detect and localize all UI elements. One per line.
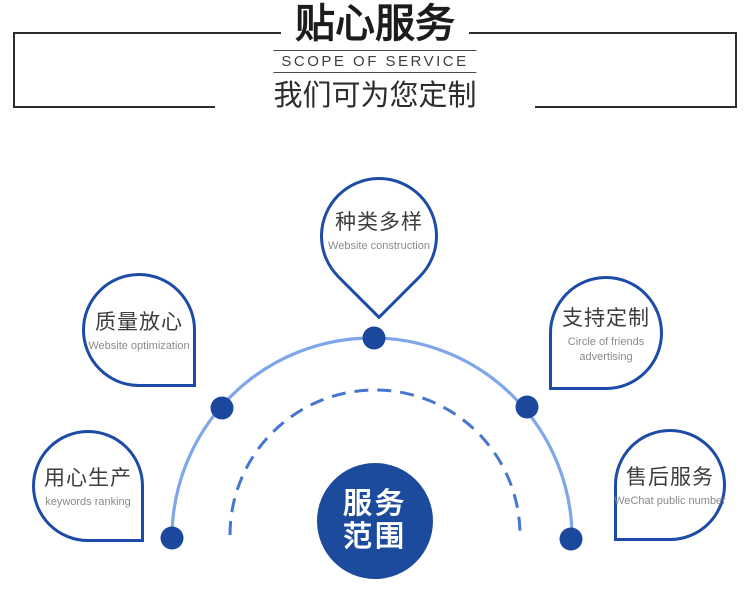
header-tagline: 我们可为您定制 [215,79,535,113]
page-title: 贴心服务 [281,2,469,46]
center-badge-line1: 服务 [342,487,407,520]
bubble-subtitle: Website optimization [88,340,190,353]
center-badge-line2: 范围 [342,521,407,553]
service-bubble-customization: 支持定制 Circle of friends advertising [549,276,663,390]
service-bubble-variety: 种类多样 Website construction [295,152,463,320]
bubble-subtitle: Website construction [328,240,430,253]
bubble-subtitle: keywords ranking [45,496,131,509]
bubble-subtitle: Circle of friends advertising [567,336,645,363]
bubble-subtitle: WeChat public number [614,495,726,508]
node-dot-lower-left [160,526,184,550]
bubble-title: 种类多样 [335,211,423,235]
inner-dashed-arc [228,388,522,536]
service-bubble-aftersales: 售后服务 WeChat public number [614,429,726,541]
bubble-title: 售后服务 [626,466,714,490]
service-bubble-quality: 质量放心 Website optimization [82,273,196,387]
node-dot-upper-left [210,396,234,420]
bubble-title: 质量放心 [95,311,183,335]
service-bubble-production: 用心生产 keywords ranking [32,430,144,542]
center-badge: 服务 范围 [317,463,433,579]
node-dot-upper-right [515,395,539,419]
scope-subtitle: SCOPE OF SERVICE [273,50,477,73]
node-dot-lower-right [559,527,583,551]
bubble-title: 支持定制 [562,307,650,331]
bubble-title: 用心生产 [44,467,132,491]
node-dot-top [362,326,386,350]
